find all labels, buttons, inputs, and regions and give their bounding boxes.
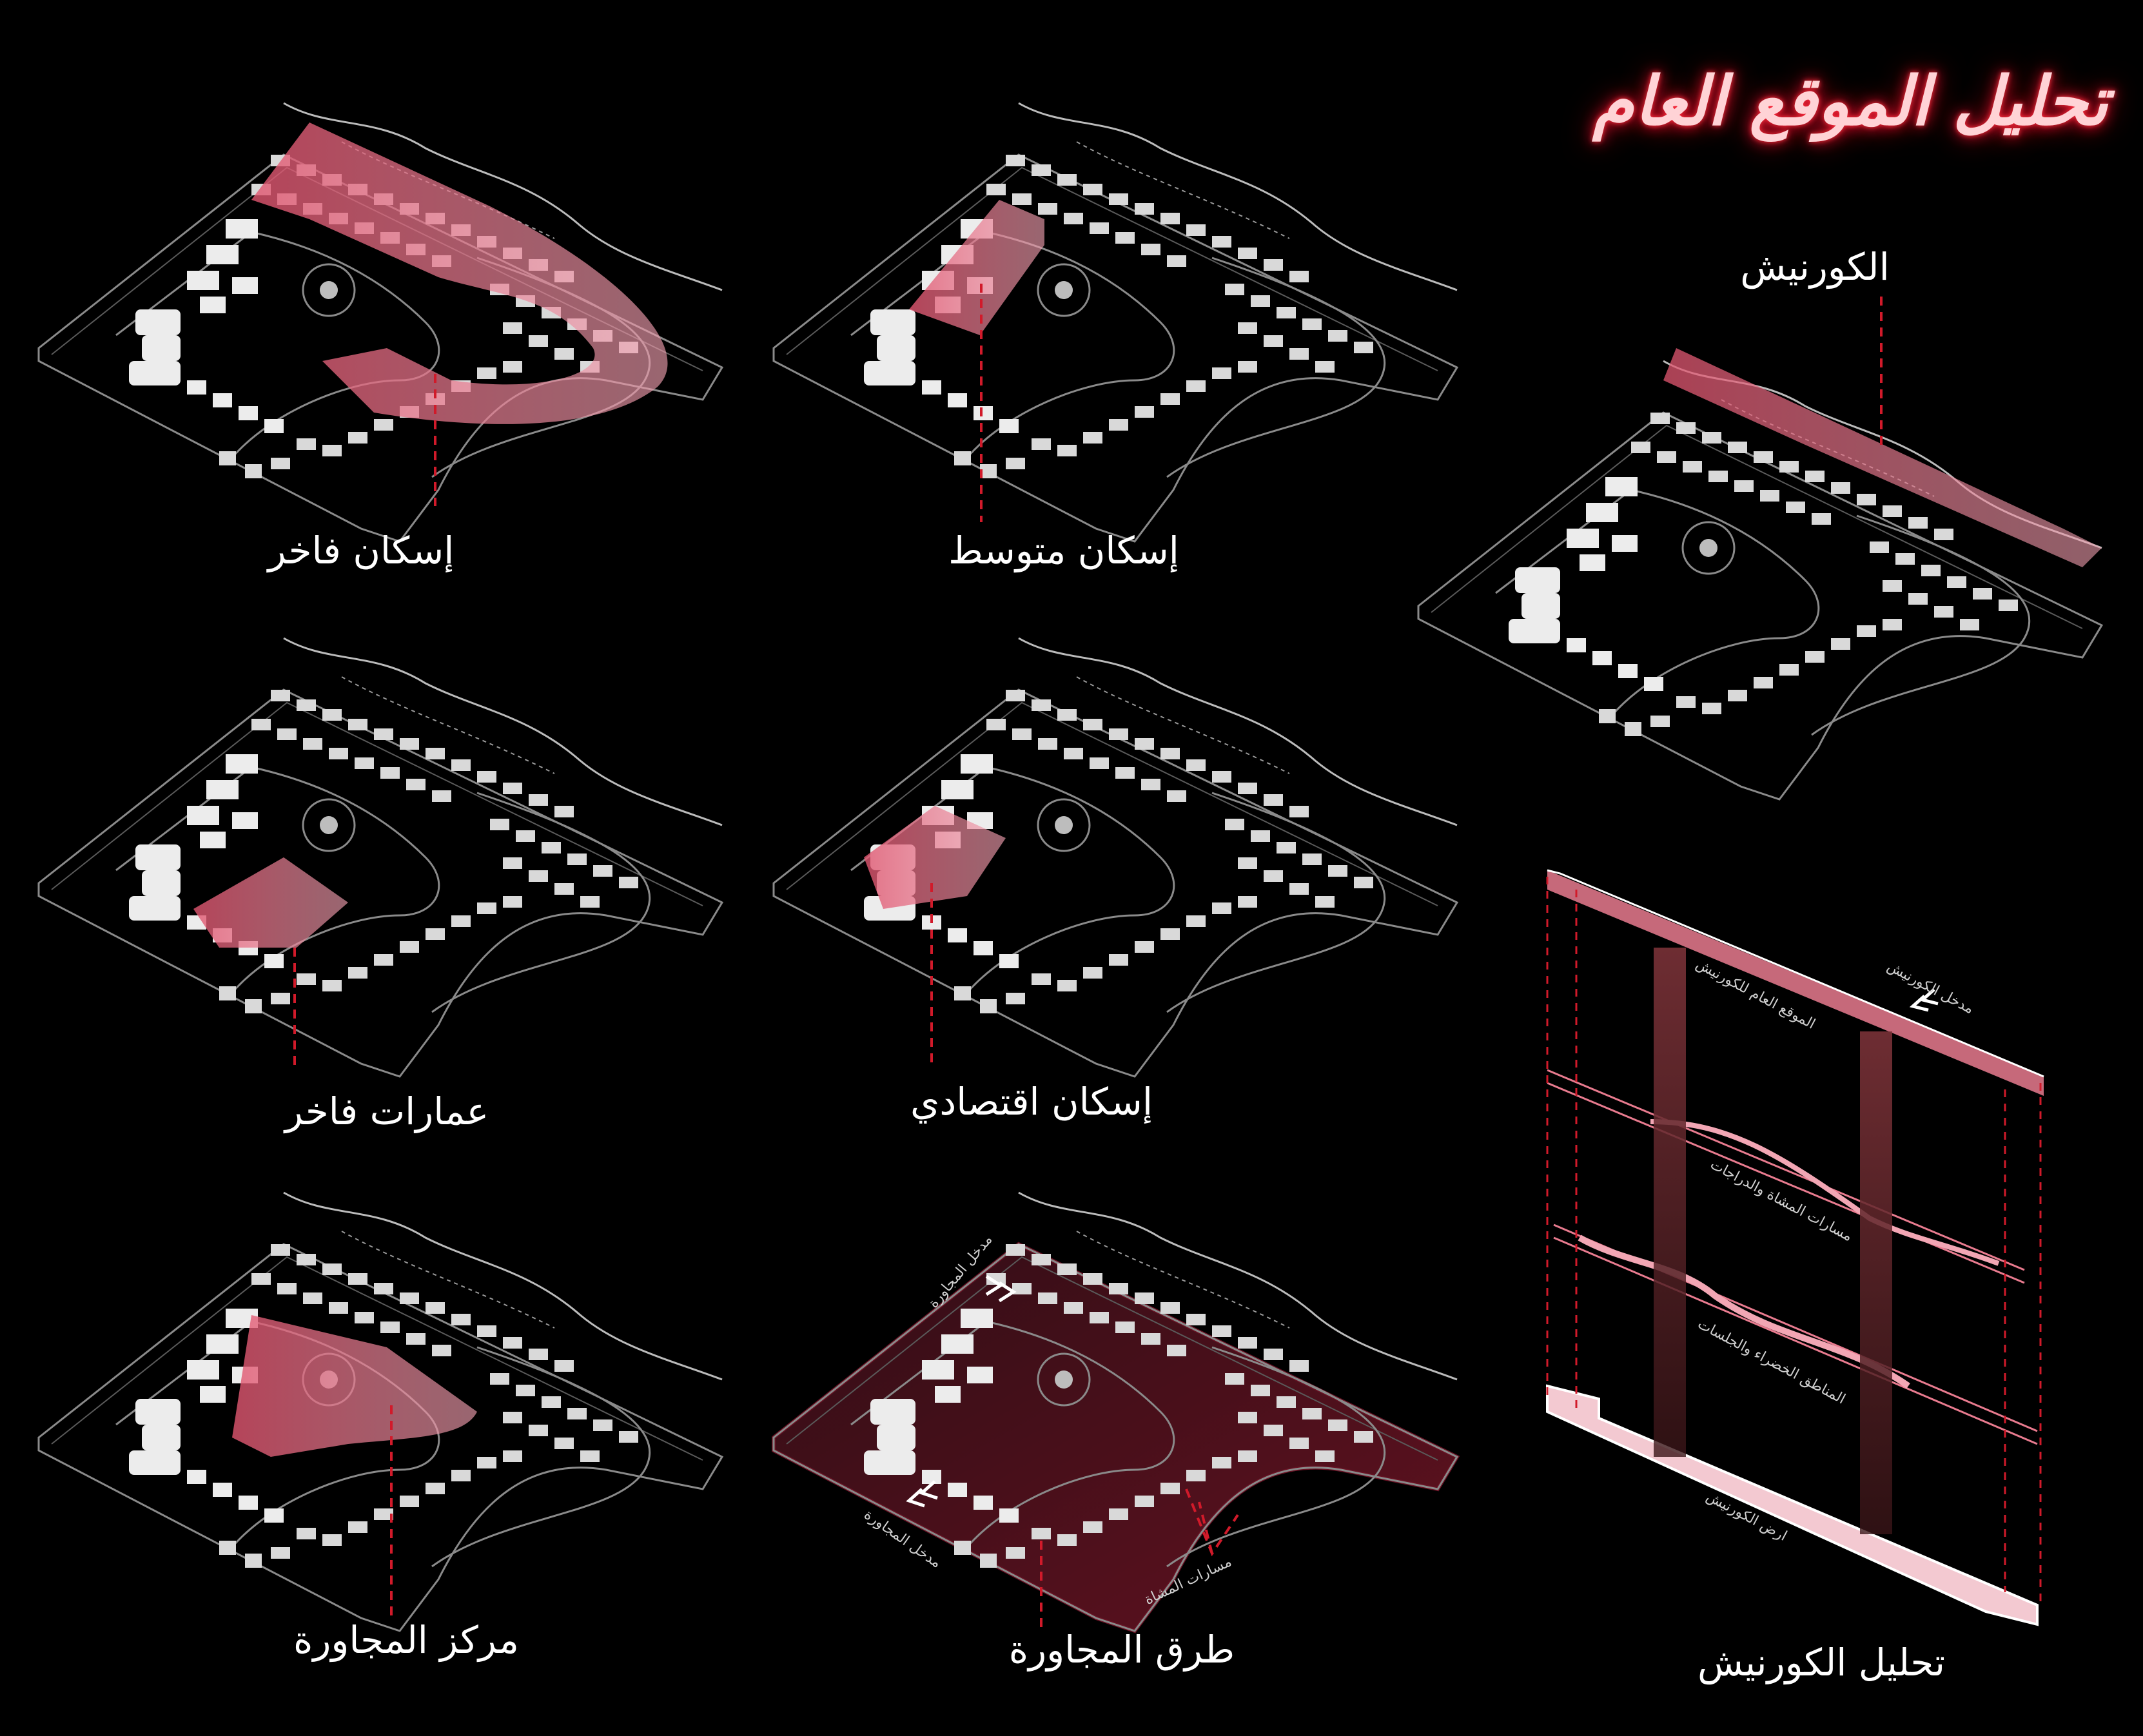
pillar-left [1654,948,1686,1457]
label-luxury-housing: إسكان فاخر [268,529,455,572]
highlight-zone [193,857,348,948]
panel-luxury-housing [37,102,723,543]
highlight-zone [251,122,668,424]
label-corniche-analysis: تحليل الكورنيش [1697,1641,1946,1684]
site-plan [772,102,1458,543]
exploded-edges [1546,877,2042,1605]
pedestrian-leader [1185,1488,1239,1557]
label-corniche: الكورنيش [1740,245,1890,289]
highlight-zone [1663,348,2102,567]
entrance-arrow-top [985,1274,1017,1303]
panel-corniche-analysis [1546,869,2044,1626]
label-luxury-buildings: عمارات فاخر [284,1089,489,1133]
panel-corniche [1417,297,2103,801]
panel-luxury-buildings [37,637,723,1078]
page-title: تحليل الموقع العام [1592,61,2108,141]
label-economic-housing: إسكان اقتصادي [910,1080,1153,1124]
site-plan [1417,360,2103,801]
highlight-zone [232,1315,477,1457]
panel-neighborhood-center [37,1191,723,1632]
layer-green-shapes [1578,1234,1910,1389]
panel-medium-housing [772,102,1458,543]
panel-neighborhood-roads [772,1191,1460,1634]
entrance-arrow [1909,988,1939,1012]
pillar-right [1860,1031,1892,1534]
entrance-arrow-bottom [906,1480,938,1508]
highlight-zone [909,200,1044,335]
site-plan [37,637,723,1078]
highlight-zone [864,806,1006,909]
label-neighborhood-center: مركز المجاورة [293,1618,519,1662]
layer-general-site-frame [1547,869,2044,1078]
panel-economic-housing [772,637,1458,1078]
layer-pedestrian-path [1650,1119,2000,1266]
layer-corniche-land [1546,1384,2039,1626]
layer-pedestrian-bike [1547,1069,2025,1284]
label-neighborhood-roads: طرق المجاورة [1008,1628,1235,1672]
layer-general-site [1547,870,2044,1096]
label-medium-housing: إسكان متوسط [948,529,1179,572]
